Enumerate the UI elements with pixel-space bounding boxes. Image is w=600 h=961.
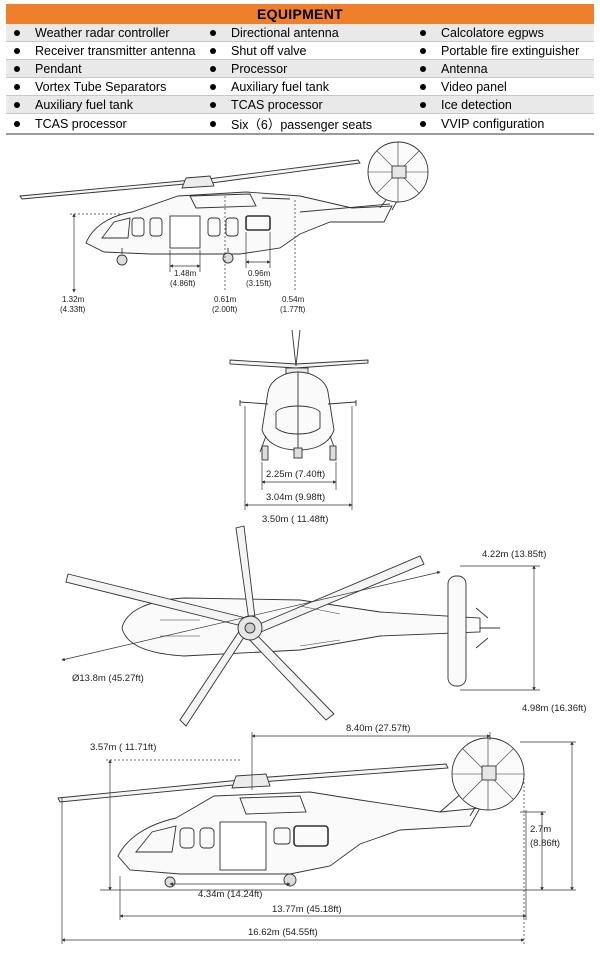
dim-label-1-32m: 1.32m xyxy=(62,295,85,304)
bullet-icon xyxy=(420,101,426,108)
dim-label-2-7m: 2.7m xyxy=(530,824,551,835)
equipment-item: Pendant xyxy=(14,60,82,77)
top-view-dimensions xyxy=(61,565,540,691)
dim-label-16-62m: 16.62m (54.55ft) xyxy=(248,927,318,938)
equipment-item: TCAS processor xyxy=(210,96,323,113)
dim-label-1-77ft: (1.77ft) xyxy=(280,305,306,314)
dim-label-1-48m: 1.48m xyxy=(174,269,197,278)
dim-label-8-40m: 8.40m (27.57ft) xyxy=(346,723,410,734)
equipment-item: Video panel xyxy=(420,78,507,95)
equipment-row: Vortex Tube Separators Auxiliary fuel ta… xyxy=(6,78,594,96)
bullet-icon xyxy=(14,83,20,90)
equipment-item: Receiver transmitter antenna xyxy=(14,42,196,59)
profile-view-drawing xyxy=(57,737,525,888)
front-view-dimensions xyxy=(244,406,353,510)
dim-label-3-15ft: (3.15ft) xyxy=(246,279,272,288)
equipment-item: Vortex Tube Separators xyxy=(14,78,166,95)
equipment-item: Six（6）passenger seats xyxy=(210,114,372,133)
dim-label-3-50m: 3.50m ( 11.48ft) xyxy=(262,514,328,525)
bullet-icon xyxy=(14,65,20,72)
equipment-item: Calcolatore egpws xyxy=(420,24,544,41)
equipment-row: Auxiliary fuel tank TCAS processor Ice d… xyxy=(6,96,594,114)
equipment-item: Weather radar controller xyxy=(14,24,170,41)
dim-label-4-33ft: (4.33ft) xyxy=(60,305,86,314)
bullet-icon xyxy=(14,101,20,108)
bullet-icon xyxy=(420,120,426,127)
bullet-icon xyxy=(210,120,216,127)
dim-label-0-61m: 0.61m xyxy=(214,295,237,304)
equipment-item: Auxiliary fuel tank xyxy=(210,78,329,95)
bullet-icon xyxy=(14,29,20,36)
bullet-icon xyxy=(420,83,426,90)
equipment-item: Shut off valve xyxy=(210,42,307,59)
dim-label-8-86ft: (8.86ft) xyxy=(530,838,560,849)
bullet-icon xyxy=(210,47,216,54)
equipment-item: Portable fire extinguisher xyxy=(420,42,579,59)
equipment-item: TCAS processor xyxy=(14,114,127,133)
bullet-icon xyxy=(210,101,216,108)
side-view-drawing xyxy=(19,141,429,266)
dim-label-4-98m: 4.98m (16.36ft) xyxy=(522,703,586,714)
dim-label-0-54m: 0.54m xyxy=(282,295,305,304)
bullet-icon xyxy=(420,29,426,36)
equipment-row: Weather radar controller Directional ant… xyxy=(6,24,594,42)
equipment-title: EQUIPMENT xyxy=(257,6,343,22)
equipment-item: VVIP configuration xyxy=(420,114,544,133)
equipment-item: Directional antenna xyxy=(210,24,339,41)
bullet-icon xyxy=(14,47,20,54)
equipment-item: Processor xyxy=(210,60,287,77)
bullet-icon xyxy=(210,83,216,90)
equipment-row: Receiver transmitter antenna Shut off va… xyxy=(6,42,594,60)
dim-label-rotor-diameter: Ø13.8m (45.27ft) xyxy=(72,673,144,684)
dim-label-4-34m: 4.34m (14.24ft) xyxy=(198,889,262,900)
equipment-row: Pendant Processor Antenna xyxy=(6,60,594,78)
bullet-icon xyxy=(420,47,426,54)
top-view-drawing xyxy=(65,525,500,727)
dim-label-3-57m: 3.57m ( 11.71ft) xyxy=(90,742,156,753)
equipment-row: TCAS processor Six（6）passenger seats VVI… xyxy=(6,114,594,135)
bullet-icon xyxy=(14,120,20,127)
bullet-icon xyxy=(210,29,216,36)
profile-view-dimensions xyxy=(61,732,576,944)
dim-label-2-00ft: (2.00ft) xyxy=(212,305,238,314)
equipment-item: Ice detection xyxy=(420,96,512,113)
dim-label-3-04m: 3.04m (9.98ft) xyxy=(266,492,325,503)
equipment-table: Weather radar controller Directional ant… xyxy=(6,24,594,135)
equipment-item: Auxiliary fuel tank xyxy=(14,96,133,113)
front-view-drawing xyxy=(229,329,369,461)
bullet-icon xyxy=(210,65,216,72)
dim-label-2-25m: 2.25m (7.40ft) xyxy=(266,469,325,480)
dim-label-0-96m: 0.96m xyxy=(248,269,271,278)
side-view-dimensions xyxy=(70,196,296,293)
bullet-icon xyxy=(420,65,426,72)
dim-label-4-86ft: (4.86ft) xyxy=(170,279,196,288)
dim-label-4-22m: 4.22m (13.85ft) xyxy=(482,549,546,560)
equipment-item: Antenna xyxy=(420,60,488,77)
dim-label-13-77m: 13.77m (45.18ft) xyxy=(272,904,342,915)
